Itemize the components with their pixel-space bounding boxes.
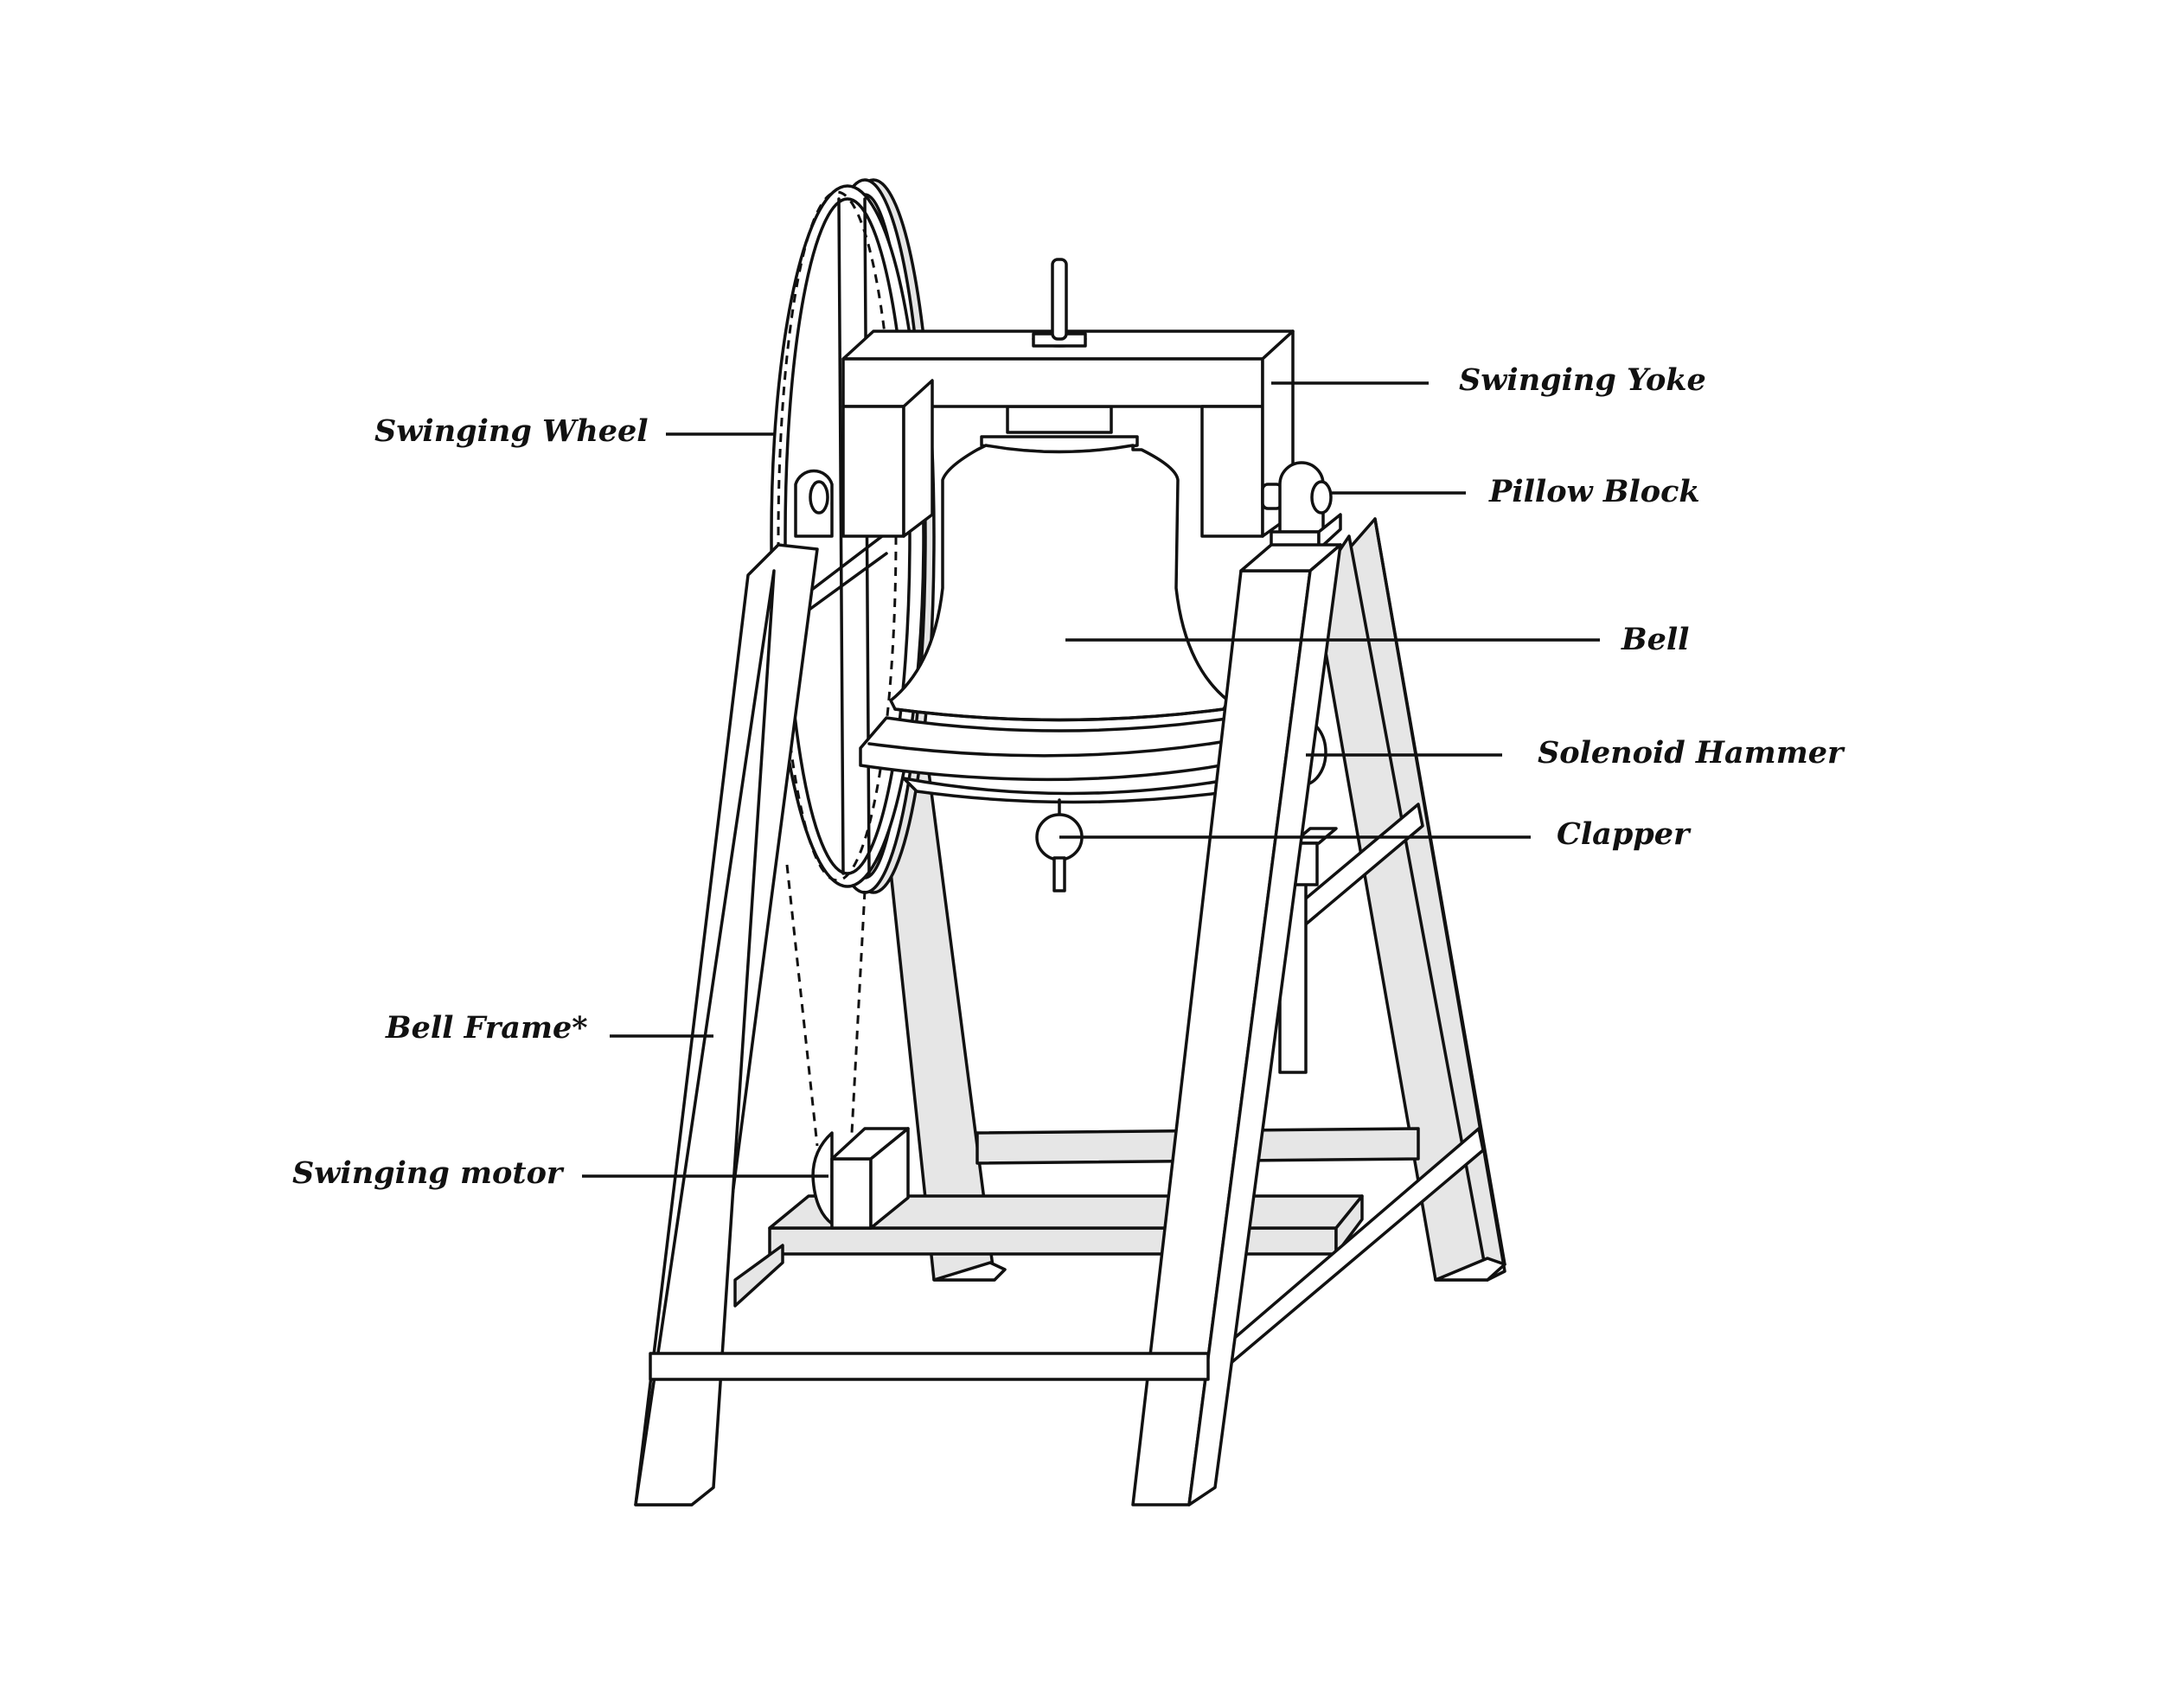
label-swinging-wheel: Swinging Wheel xyxy=(374,413,649,449)
leader-lines xyxy=(582,381,1600,1178)
label-bell-frame: Bell Frame* xyxy=(385,1010,588,1046)
label-solenoid-hammer: Solenoid Hammer xyxy=(1538,735,1845,771)
pillow-block-left xyxy=(794,469,834,538)
swinging-motor xyxy=(811,1127,910,1230)
label-swinging-yoke: Swinging Yoke xyxy=(1459,362,1706,398)
bell xyxy=(859,405,1247,804)
part-labels: Swinging Wheel Swinging Yoke Pillow Bloc… xyxy=(292,362,1845,1191)
label-bell: Bell xyxy=(1621,622,1689,657)
bell-frame-front xyxy=(634,543,1342,1506)
label-clapper: Clapper xyxy=(1557,816,1692,852)
label-swinging-motor: Swinging motor xyxy=(292,1155,565,1191)
label-pillow-block: Pillow Block xyxy=(1488,474,1700,509)
pillow-block-right xyxy=(1261,461,1342,551)
